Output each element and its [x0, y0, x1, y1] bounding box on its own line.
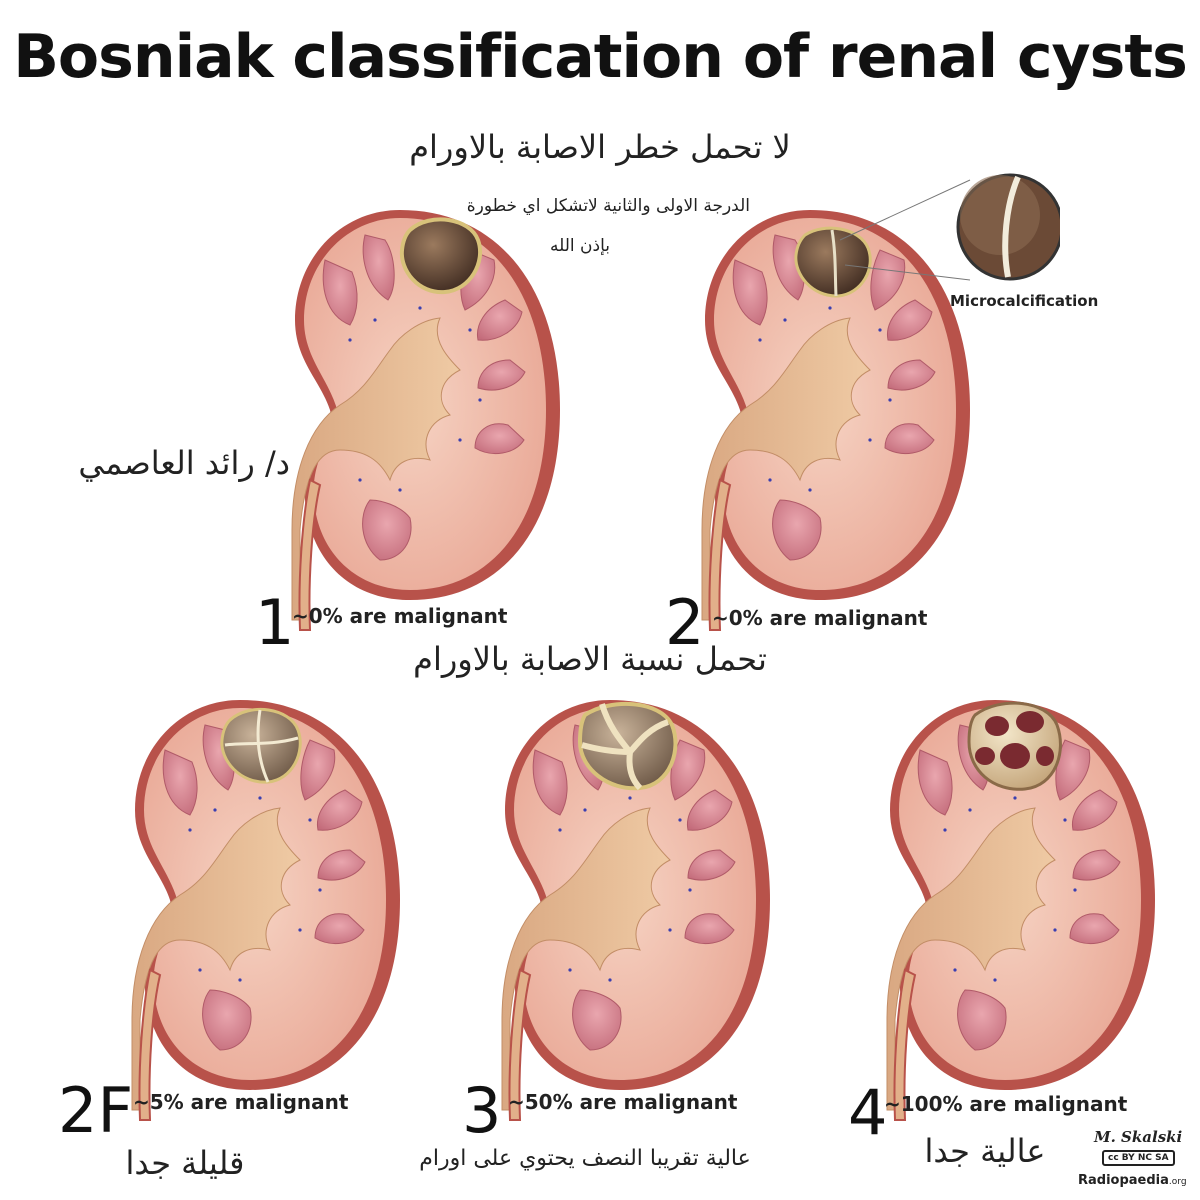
category-number: 1 — [255, 586, 295, 659]
arabic-note: عالية جدا — [924, 1132, 1046, 1170]
malignancy-rate: ~0% are malignant — [292, 604, 508, 628]
arabic-note: قليلة جدا — [125, 1144, 245, 1182]
kidney-category-2f — [131, 699, 401, 1121]
microcalcification-label: Microcalcification — [950, 292, 1099, 310]
cyst-category-2f — [220, 707, 302, 784]
malignancy-rate: ~50% are malignant — [508, 1090, 738, 1114]
category-number: 3 — [462, 1074, 502, 1147]
malignancy-rate: ~100% are malignant — [884, 1092, 1128, 1116]
artist-signature: M. Skalski — [1094, 1128, 1183, 1146]
no-risk-note-line2: بإذن الله — [549, 236, 610, 256]
no-risk-heading: لا تحمل خطر الاصابة بالاورام — [409, 128, 791, 166]
kidney-category-4 — [886, 699, 1156, 1121]
no-risk-note-line1: الدرجة الاولى والثانية لاتشكل اي خطورة — [466, 196, 750, 216]
category-number: 2 — [665, 586, 705, 659]
license-badge: cc BY NC SA — [1102, 1150, 1175, 1166]
malignancy-rate: ~0% are malignant — [712, 606, 928, 630]
malignancy-rate: ~5% are malignant — [133, 1090, 349, 1114]
kidney-category-1 — [291, 209, 561, 631]
arabic-note: عالية تقريبا النصف يحتوي على اورام — [419, 1146, 751, 1171]
category-number: 2F — [58, 1074, 134, 1147]
page-title: Bosniak classification of renal cysts — [13, 22, 1188, 92]
brand-tld: .org — [1168, 1177, 1187, 1187]
risk-heading: تحمل نسبة الاصابة بالاورام — [413, 640, 767, 678]
kidney-category-3 — [501, 699, 771, 1121]
brand-name: Radiopaedia — [1078, 1173, 1169, 1188]
radiopaedia-brand[interactable]: Radiopaedia.org — [1078, 1173, 1187, 1188]
microcalcification-inset — [839, 173, 1060, 281]
category-number: 4 — [848, 1076, 888, 1149]
cyst-category-1 — [399, 217, 482, 295]
author-name: د/ رائد العاصمي — [78, 444, 290, 482]
